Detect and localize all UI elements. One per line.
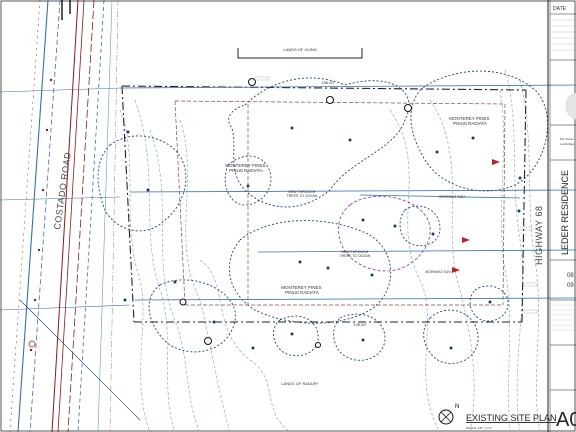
sheet-number: A0 <box>556 409 576 431</box>
view-2-line-2: TREES TO OCEAN <box>340 254 371 258</box>
topo-contours <box>119 69 541 432</box>
pines-s-label: MONTEREY PINES PINUS RADIATA <box>281 285 322 295</box>
lands-south-label: LANDS OF RADUFF <box>281 381 319 386</box>
pines-s-line-2: PINUS RADIATA <box>285 290 319 295</box>
north-letter: N <box>455 404 459 410</box>
view-1-line-2: TREES TO OCEAN <box>287 194 318 198</box>
pines-ne-label: MONTEREY PINES PINUS RADIATA <box>449 116 490 126</box>
lands-north-label: LANDS OF GLINN <box>283 47 316 52</box>
title-block-date-header: DATE <box>553 6 567 12</box>
drawing-scale: SCALE: 1/8" = 1'-0" <box>466 426 492 430</box>
north-boundary-marker <box>237 48 363 59</box>
title-block-address-1: 101 Ocean <box>560 137 574 141</box>
south-dimension-label: 135.50' <box>354 322 367 327</box>
property-line <box>121 85 527 323</box>
view-sight-lines <box>119 84 576 301</box>
morning-sun-2-label: MORNING SUN <box>425 270 451 274</box>
bearing-label: 155.00' <box>322 80 335 85</box>
road-lines <box>0 0 141 432</box>
tree-canopies <box>97 70 549 365</box>
pines-w-line-1: MONTEREY PINES <box>225 163 265 168</box>
road-name-label: COSTADO ROAD <box>52 151 73 230</box>
north-arrow: N <box>438 404 459 425</box>
title-block <box>547 0 576 432</box>
highway-label: HIGHWAY 68 <box>534 206 544 265</box>
pines-s-line-1: MONTEREY PINES <box>281 285 321 290</box>
pines-ne-line-2: PINUS RADIATA <box>453 121 487 126</box>
pines-ne-line-1: MONTEREY PINES <box>449 116 489 121</box>
view-2-line-1: VIEW THROUGH <box>341 250 369 254</box>
title-block-date-2: 09 <box>567 283 574 289</box>
firm-logo-mark <box>565 92 576 120</box>
canopy-outline-purple <box>338 195 431 272</box>
project-name: LEDER RESIDENCE <box>560 170 570 255</box>
tree-tag-marks <box>254 76 538 314</box>
title-block-date-1: 08 <box>567 273 574 279</box>
setback-lines <box>174 100 506 306</box>
morning-sun-1-label: MORNING SUN <box>439 195 465 199</box>
tree-symbols <box>123 78 522 350</box>
view-1-label: VIEW THROUGH TREES TO OCEAN <box>287 190 318 198</box>
view-1-line-1: VIEW THROUGH <box>288 190 316 194</box>
view-arrows <box>452 159 500 273</box>
drawing-title: EXISTING SITE PLAN <box>466 413 557 423</box>
pines-w-line-2: PINUS RADIATA <box>229 168 263 173</box>
title-block-address-2: Los Robles <box>560 142 575 146</box>
pines-w-label: MONTEREY PINES PINUS RADIATA <box>225 163 266 173</box>
view-2-label: VIEW THROUGH TREES TO OCEAN <box>340 250 371 258</box>
